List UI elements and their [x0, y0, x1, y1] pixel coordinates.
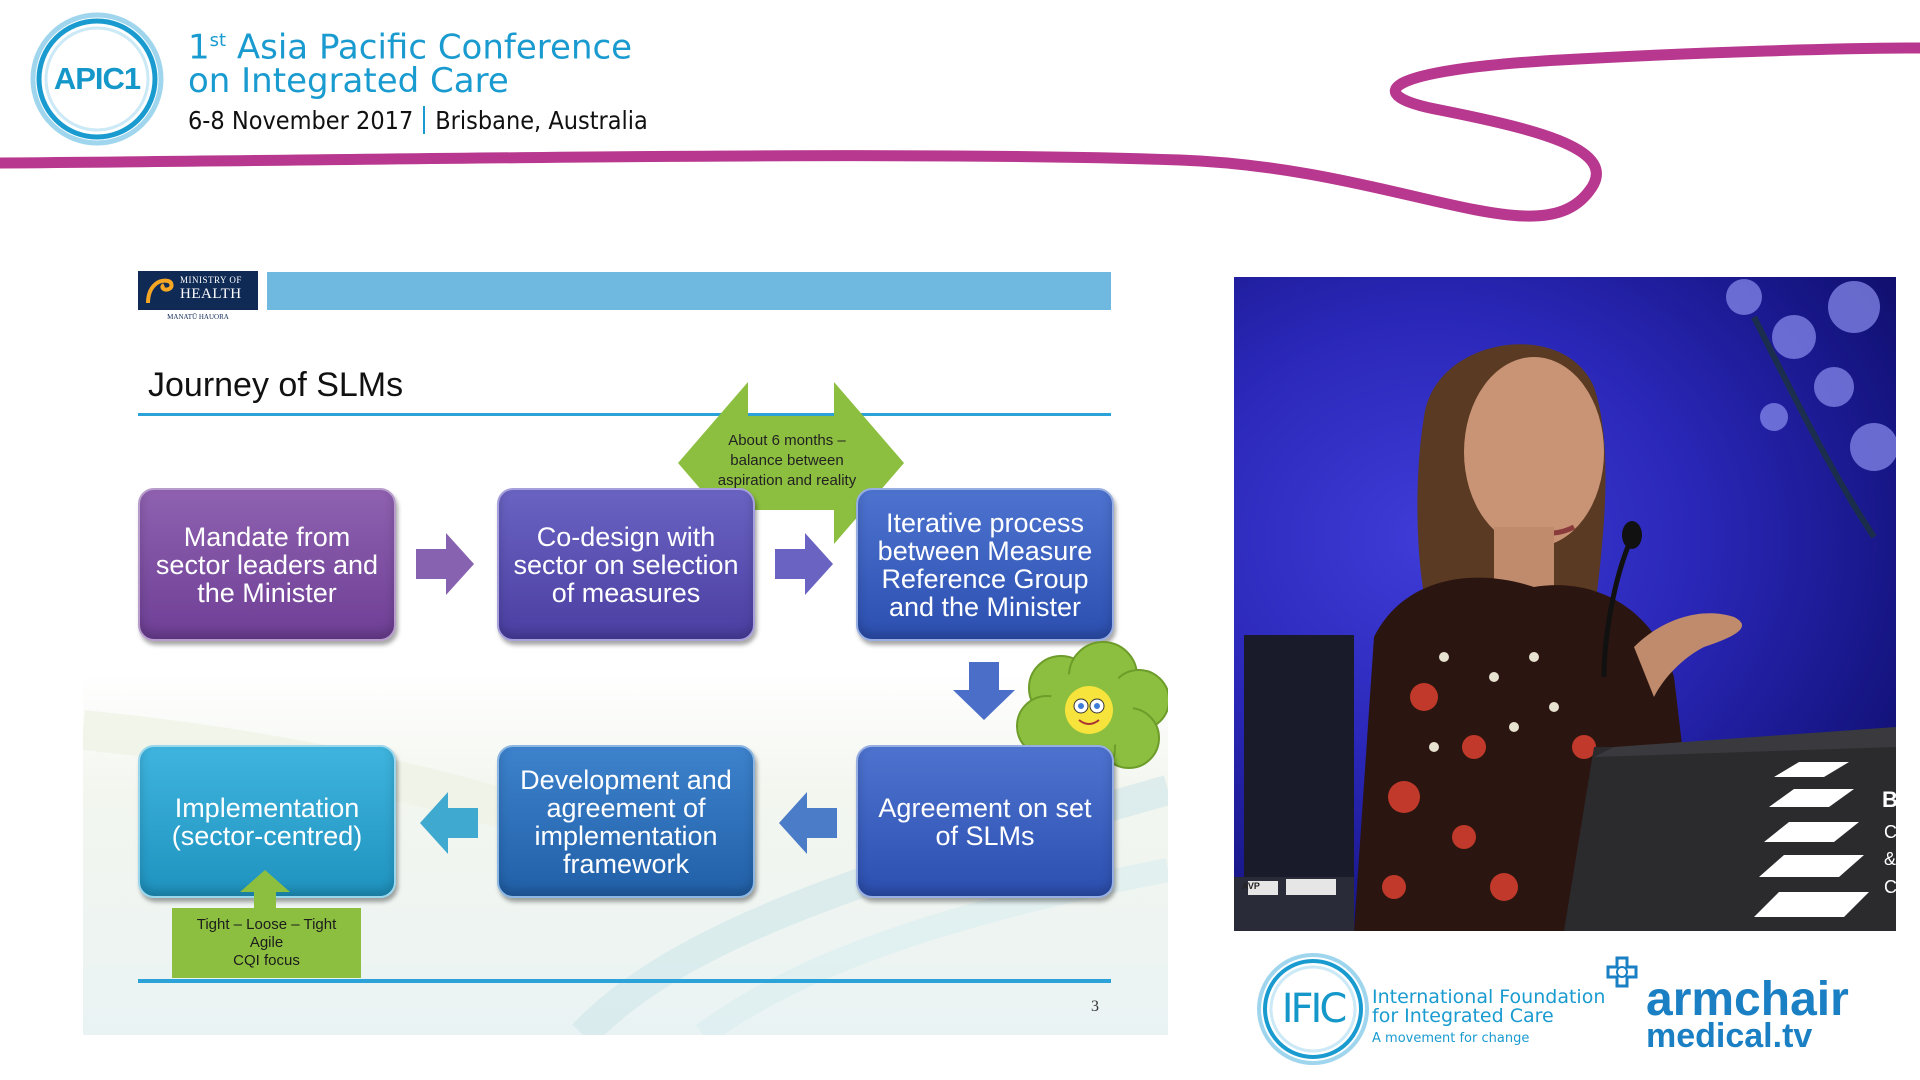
- podium-letter-4: C: [1884, 877, 1896, 897]
- conference-meta: 6-8 November 2017 Brisbane, Australia: [188, 106, 648, 135]
- equipment-tag: AVP: [1242, 881, 1260, 891]
- slide-header-bar: [267, 272, 1111, 310]
- ific-tagline: A movement for change: [1372, 1031, 1530, 1046]
- box-iterative: Iterative process between Measure Refere…: [856, 488, 1114, 641]
- podium-letter-3: &: [1884, 849, 1896, 869]
- logo-top-text: MINISTRY OF: [180, 275, 242, 285]
- green-arrow-note: About 6 months – balance between aspirat…: [717, 432, 857, 489]
- slide-page-number: 3: [1091, 998, 1099, 1015]
- ific-name: International Foundation for Integrated …: [1372, 988, 1605, 1048]
- box-codesign: Co-design with sector on selection of me…: [497, 488, 755, 641]
- arrow-right-2-icon: [775, 533, 833, 595]
- speaker-scene: [1234, 279, 1896, 931]
- conference-title: 1st Asia Pacific Conference on Integrate…: [188, 24, 632, 98]
- arrow-left-1-icon: [779, 792, 837, 854]
- title-line1: Asia Pacific Conference: [226, 27, 633, 68]
- armchair-logo-line2: medical.tv: [1646, 1017, 1813, 1055]
- tlt-line2: Agile: [249, 934, 284, 951]
- flower-decor-icon: [1726, 279, 1896, 471]
- arrow-up-icon: [240, 870, 290, 910]
- ific-logo-icon: [1257, 953, 1369, 1065]
- logo-main-text: HEALTH: [180, 286, 242, 302]
- medical-cross-icon: [1606, 956, 1638, 988]
- box-mandate: Mandate from sector leaders and the Mini…: [138, 488, 396, 641]
- arrow-down-icon: [953, 662, 1015, 720]
- tlt-note-box: Tight – Loose – Tight Agile CQI focus: [172, 908, 361, 978]
- ific-line2: for Integrated Care: [1372, 1005, 1554, 1027]
- title-line2: on Integrated Care: [188, 61, 509, 102]
- presentation-slide: MINISTRY OF HEALTH MANATŪ HAUORA Journey…: [83, 230, 1168, 1035]
- podium-letter-1: B: [1882, 787, 1896, 812]
- ific-line1: International Foundation: [1372, 986, 1606, 1008]
- ribbon-decoration: [0, 42, 1920, 222]
- box-agreement: Agreement on set of SLMs: [856, 745, 1114, 898]
- koru-icon: [146, 278, 174, 304]
- title-ordinal-suffix: st: [209, 30, 227, 51]
- title-divider: [138, 413, 1111, 416]
- apic-logo-icon: [30, 12, 164, 146]
- conference-header: APIC1 1st Asia Pacific Conference on Int…: [0, 0, 1920, 250]
- box-development: Development and agreement of implementat…: [497, 745, 755, 898]
- apic-logo-text: APIC1: [53, 61, 141, 96]
- armchair-logo-line1: armchair: [1646, 973, 1849, 1026]
- box-implementation: Implementation (sector-centred): [138, 745, 396, 898]
- title-ordinal: 1: [188, 27, 210, 68]
- tlt-line1: Tight – Loose – Tight: [196, 916, 337, 933]
- bottom-divider: [138, 979, 1111, 983]
- podium-letter-2: C: [1884, 822, 1896, 842]
- logo-sub-text: MANATŪ HAUORA: [167, 313, 229, 321]
- conference-location: Brisbane, Australia: [435, 106, 648, 135]
- arrow-left-2-icon: [420, 792, 478, 854]
- tlt-line3: CQI focus: [233, 952, 300, 969]
- ministry-of-health-logo: MINISTRY OF HEALTH: [138, 271, 258, 310]
- slide-title: Journey of SLMs: [148, 366, 404, 404]
- speaker-video-feed: B C & C AVP: [1234, 277, 1896, 931]
- arrow-right-1-icon: [416, 533, 474, 595]
- conference-dates: 6-8 November 2017: [188, 106, 414, 135]
- ific-logo-text: IFIC: [1281, 986, 1348, 1032]
- meta-divider: [423, 106, 426, 134]
